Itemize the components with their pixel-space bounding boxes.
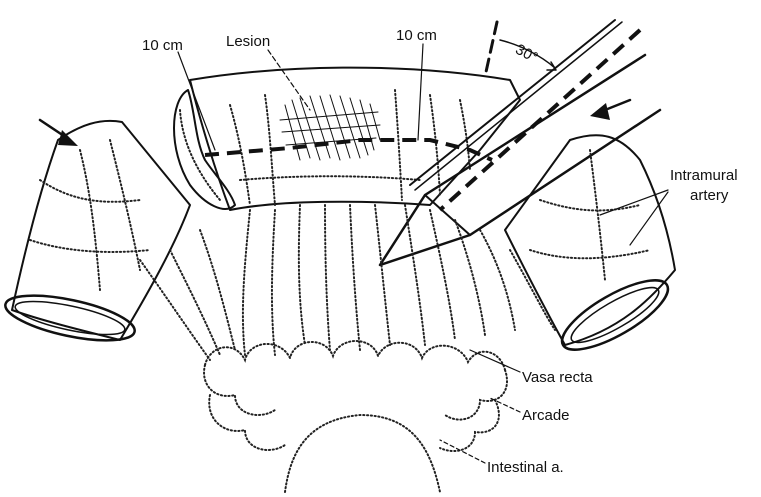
leader-vasa-recta bbox=[470, 350, 520, 372]
label-intramural: Intramural bbox=[670, 167, 738, 184]
intestinal-artery bbox=[285, 415, 440, 492]
angle-reference-line bbox=[486, 22, 497, 72]
label-arcade: Arcade bbox=[522, 407, 570, 424]
vasa-recta bbox=[140, 205, 555, 360]
label-intestinal: Intestinal a. bbox=[487, 459, 564, 476]
label-artery: artery bbox=[690, 187, 729, 204]
label-10cm-right: 10 cm bbox=[396, 27, 437, 44]
arcades bbox=[204, 341, 507, 451]
arrow-right bbox=[590, 100, 630, 120]
lesion bbox=[280, 95, 380, 160]
arrow-left bbox=[40, 120, 78, 146]
mesentery-fold bbox=[174, 90, 235, 209]
leader-10cm-right bbox=[418, 44, 423, 140]
main-bowel-segment bbox=[190, 68, 520, 210]
leader-arcade bbox=[490, 398, 520, 412]
label-10cm-left: 10 cm bbox=[142, 37, 183, 54]
left-bowel-loop bbox=[2, 121, 190, 349]
leader-lesion bbox=[268, 50, 310, 110]
resection-line bbox=[205, 140, 492, 160]
right-bowel-loop bbox=[505, 135, 677, 362]
leader-intestinal bbox=[440, 440, 485, 463]
label-lesion: Lesion bbox=[226, 33, 270, 50]
label-vasa-recta: Vasa recta bbox=[522, 369, 593, 386]
